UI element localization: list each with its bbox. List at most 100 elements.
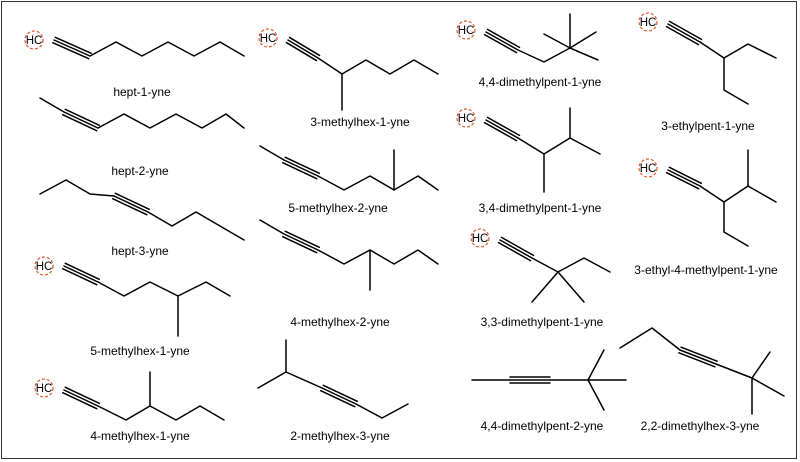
terminal-highlight-circle — [638, 158, 658, 178]
molecule-name: 5-methylhex-1-yne — [90, 344, 190, 358]
molecule-3-methylhex-1-yne: HC 3-methylhex-1-yne — [258, 28, 439, 129]
molecule-4-4-dimethylpent-2-yne: 4,4-dimethylpent-2-yne — [471, 349, 627, 433]
carbon-chain — [97, 405, 225, 421]
molecule-name: hept-2-yne — [111, 164, 169, 178]
molecule-4-4-dimethylpent-1-yne: HC4,4-dimethylpent-1-yne — [456, 13, 602, 89]
molecule-5-methylhex-1-yne: HC5-methylhex-1-yne — [34, 256, 231, 358]
terminal-highlight-circle — [470, 228, 490, 248]
molecule-name: 2-methylhex-3-yne — [290, 429, 390, 443]
molecule-name: 2,2-dimethylhex-3-yne — [641, 419, 760, 433]
molecule-3-ethyl-4-methylpent-1-yne: HC 3-ethyl-4-methylpent-1-yne — [634, 149, 778, 277]
triple-bond-line — [497, 241, 532, 262]
carbon-chain — [97, 281, 231, 297]
triple-bond-line — [287, 39, 319, 59]
molecule-2-methylhex-3-yne: 2-methylhex-3-yne — [257, 339, 409, 443]
terminal-highlight-circle — [258, 28, 278, 48]
carbon-chain — [355, 403, 409, 419]
terminal-highlight-circle — [34, 256, 54, 276]
carbon-chain — [531, 271, 559, 303]
terminal-highlight-circle — [34, 378, 54, 398]
triple-bond-line — [61, 391, 98, 410]
triple-bond-line — [64, 108, 101, 127]
carbon-chain — [517, 137, 601, 155]
carbon-chain — [587, 379, 605, 411]
triple-bond-line — [53, 39, 91, 57]
triple-bond-line — [61, 267, 98, 286]
triple-bond-line — [288, 36, 321, 57]
triple-bond-line — [64, 262, 101, 281]
carbon-chain — [259, 145, 285, 161]
carbon-chain — [557, 271, 585, 303]
molecule-name: 3,4-dimethylpent-1-yne — [479, 201, 602, 215]
carbon-chain — [317, 175, 439, 191]
triple-bond-line — [668, 166, 703, 185]
carbon-chain — [699, 41, 777, 59]
molecule-name: 4-methylhex-1-yne — [90, 429, 190, 443]
carbon-chain — [751, 351, 771, 379]
carbon-chain — [317, 249, 439, 265]
molecule-hept-2-yne: hept-2-yne — [39, 97, 245, 178]
terminal-hc-label: HC — [458, 113, 475, 125]
molecule-3-ethylpent-1-yne: HC3-ethylpent-1-yne — [638, 12, 777, 133]
carbon-chain — [259, 219, 285, 235]
molecule-name: hept-1-yne — [113, 85, 171, 99]
molecule-4-methylhex-2-yne: 4-methylhex-2-yne — [259, 219, 439, 329]
terminal-hc-label: HC — [260, 33, 277, 45]
triple-bond-line — [52, 41, 90, 60]
carbon-chain — [39, 97, 65, 113]
carbon-chain — [89, 41, 245, 57]
triple-bond-line — [680, 346, 718, 362]
carbon-chain — [715, 363, 785, 397]
terminal-highlight-circle — [456, 20, 476, 40]
triple-bond-line — [63, 389, 99, 407]
molecule-name: 4,4-dimethylpent-1-yne — [479, 75, 602, 89]
triple-bond-line — [283, 159, 319, 177]
carbon-chain — [531, 257, 611, 273]
triple-bond-line — [668, 20, 703, 41]
triple-bond-line — [679, 349, 717, 365]
carbon-chain — [147, 211, 245, 241]
carbon-chain — [97, 113, 245, 129]
molecule-name: 5-methylhex-2-yne — [288, 201, 388, 215]
triple-bond-line — [113, 195, 149, 213]
triple-bond-line — [111, 197, 148, 216]
triple-bond-line — [281, 161, 318, 180]
triple-bond-line — [64, 386, 101, 405]
carbon-chain — [317, 57, 439, 75]
triple-bond-line — [499, 239, 533, 259]
carbon-chain — [619, 327, 681, 351]
terminal-highlight-circle — [24, 30, 44, 50]
terminal-hc-label: HC — [472, 233, 489, 245]
triple-bond-line — [500, 236, 535, 257]
molecule-5-methylhex-2-yne: 5-methylhex-2-yne — [259, 145, 439, 215]
molecule-name: 3,3-dimethylpent-1-yne — [481, 315, 604, 329]
triple-bond-line — [667, 23, 701, 43]
carbon-chain — [587, 349, 605, 381]
carbon-chain — [543, 33, 571, 49]
molecule-3-4-dimethylpent-1-yne: HC 3,4-dimethylpent-1-yne — [456, 107, 602, 215]
terminal-hc-label: HC — [36, 383, 53, 395]
carbon-chain — [257, 371, 323, 389]
triple-bond-line — [283, 233, 319, 251]
molecule-name: hept-3-yne — [111, 244, 169, 258]
terminal-hc-label: HC — [640, 163, 657, 175]
triple-bond-line — [284, 230, 321, 249]
triple-bond-line — [114, 192, 151, 211]
carbon-chain — [569, 31, 597, 49]
triple-bond-line — [285, 41, 318, 62]
triple-bond-line — [61, 113, 98, 132]
molecule-name: 3-methylhex-1-yne — [310, 115, 410, 129]
molecule-name: 4-methylhex-2-yne — [290, 315, 390, 329]
triple-bond-line — [486, 116, 521, 137]
terminal-highlight-circle — [456, 108, 476, 128]
molecule-name: 3-ethyl-4-methylpent-1-yne — [634, 263, 778, 277]
terminal-hc-label: HC — [640, 17, 657, 29]
molecule-name: 4,4-dimethylpent-2-yne — [481, 419, 604, 433]
triple-bond-line — [485, 31, 519, 51]
triple-bond-line — [667, 169, 701, 187]
triple-bond-line — [665, 25, 700, 46]
